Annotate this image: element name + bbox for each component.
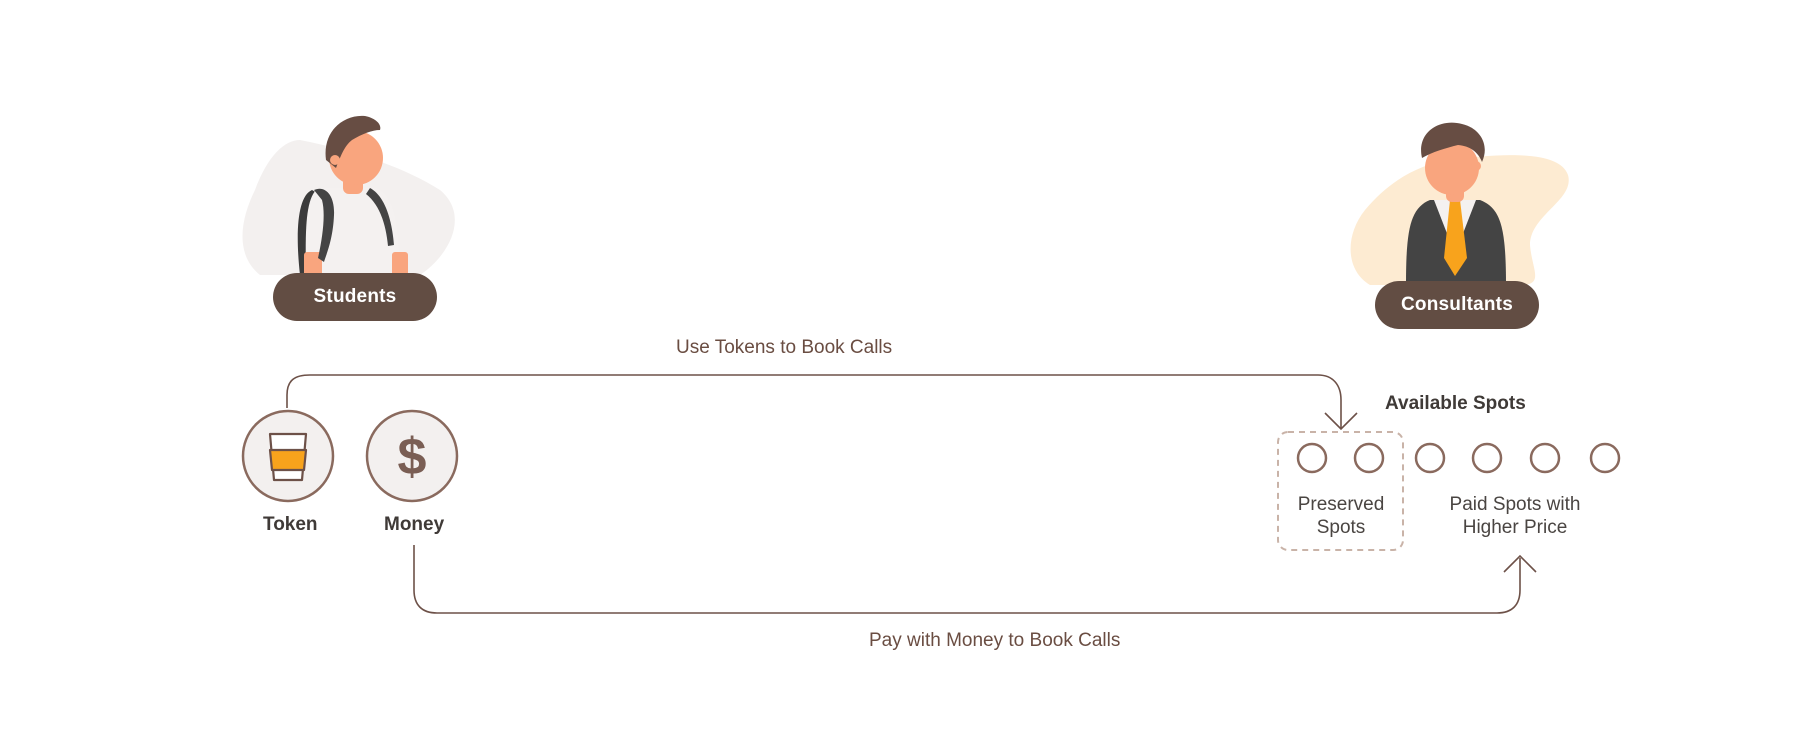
- consultants-badge: Consultants: [1375, 281, 1539, 329]
- students-badge: Students: [273, 273, 437, 321]
- student-hair: [325, 115, 381, 168]
- student-backpack-strap-right: [366, 188, 394, 246]
- student-illustration: [242, 115, 455, 277]
- student-arm-left: [304, 252, 322, 277]
- paid-spot-circle: [1471, 442, 1503, 474]
- preserved-spots-box: [1277, 431, 1404, 551]
- token-flow-label: Use Tokens to Book Calls: [676, 337, 893, 358]
- preserved-spot-circle: [1296, 442, 1328, 474]
- paid-spot-circle: [1589, 442, 1621, 474]
- token-flow-arrow: [286, 374, 1342, 428]
- students-label: Students: [313, 286, 397, 307]
- token-flow-arrowhead: [1324, 412, 1358, 431]
- consultant-head: [1425, 141, 1479, 195]
- student-arm-right: [392, 252, 408, 277]
- money-label: Money: [384, 514, 445, 535]
- consultant-hair: [1421, 122, 1485, 162]
- money-icon: $: [365, 409, 459, 503]
- token-icon: [241, 409, 335, 503]
- available-spots-title: Available Spots: [1385, 393, 1526, 414]
- consultant-illustration: [1350, 122, 1569, 285]
- student-backpack-loop: [314, 188, 335, 262]
- student-ear: [330, 155, 340, 165]
- money-dollar-sign: $: [398, 428, 427, 486]
- money-flow-label: Pay with Money to Book Calls: [869, 630, 1121, 651]
- money-flow-arrow: [413, 545, 1521, 614]
- consultant-tie: [1444, 200, 1467, 276]
- money-flow-arrowhead: [1503, 554, 1537, 573]
- paid-spots-label: Paid Spots with Higher Price: [1449, 494, 1581, 538]
- paid-spot-circle: [1529, 442, 1561, 474]
- spot-circles: [1296, 442, 1621, 474]
- token-label: Token: [263, 514, 318, 535]
- paid-spot-circle: [1414, 442, 1446, 474]
- preserved-spot-circle: [1353, 442, 1385, 474]
- consultants-label: Consultants: [1401, 294, 1513, 315]
- consultant-ear: [1471, 161, 1481, 171]
- preserved-spots-label: Preserved Spots: [1297, 494, 1385, 538]
